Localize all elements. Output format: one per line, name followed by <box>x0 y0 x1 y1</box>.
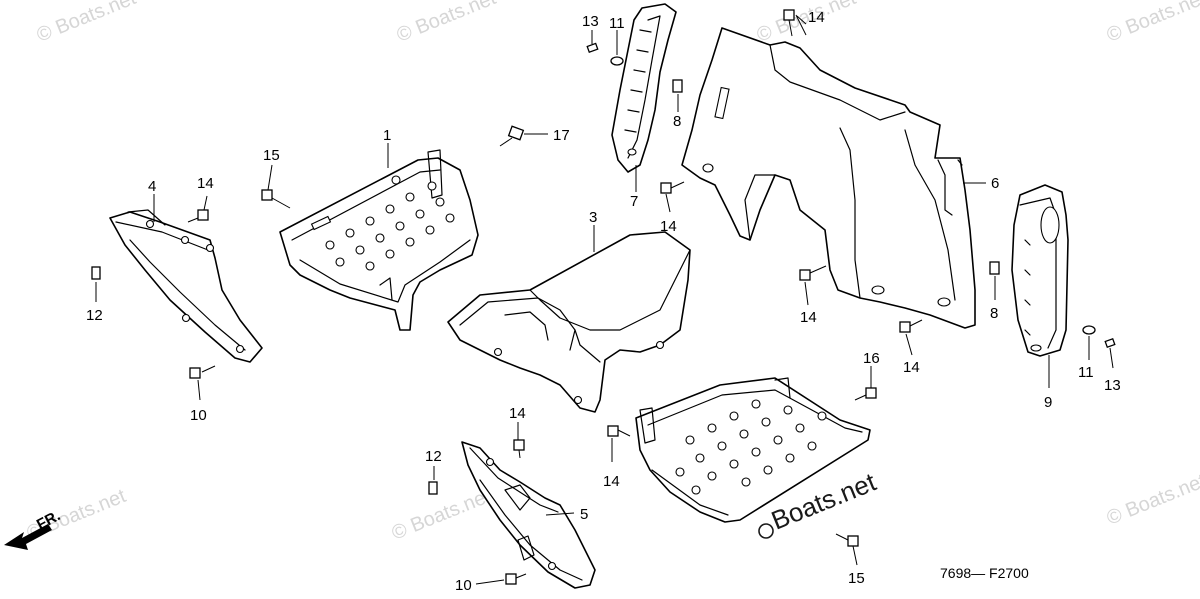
callout-10: 10 <box>190 407 207 424</box>
callout-14: 14 <box>808 9 825 26</box>
callout-14: 14 <box>197 175 214 192</box>
callout-17: 17 <box>553 127 570 144</box>
callouts: 1 3 4 5 6 7 8 8 9 10 10 11 11 12 12 13 1… <box>86 9 1121 594</box>
callout-10: 10 <box>455 577 472 594</box>
callout-14: 14 <box>509 405 526 422</box>
plate-holes <box>325 175 455 271</box>
callout-8: 8 <box>990 305 998 322</box>
callout-11: 11 <box>1078 364 1094 381</box>
watermark: © Boats.net <box>34 0 140 47</box>
callout-1: 1 <box>383 127 391 144</box>
watermark: © Boats.net <box>1104 0 1200 47</box>
callout-4: 4 <box>148 178 156 195</box>
fasteners <box>91 9 1116 585</box>
callout-7: 7 <box>630 193 638 210</box>
callout-13: 13 <box>1104 377 1121 394</box>
callout-14: 14 <box>800 309 817 326</box>
callout-14: 14 <box>903 359 920 376</box>
callout-13: 13 <box>582 13 599 30</box>
callout-14: 14 <box>660 218 677 235</box>
part-3-center-duct <box>447 231 691 413</box>
callout-15: 15 <box>848 570 865 587</box>
watermark: © Boats.net <box>1104 470 1200 530</box>
part-7-grille-bracket <box>611 3 677 173</box>
front-arrow-icon <box>4 524 52 550</box>
callout-14: 14 <box>603 473 620 490</box>
part-6-rear-fender <box>681 27 976 329</box>
callout-8: 8 <box>673 113 681 130</box>
part-4-side-guard <box>109 209 263 363</box>
part-5-lower-guard <box>461 441 596 589</box>
copyright-icon <box>758 523 774 539</box>
callout-9: 9 <box>1044 394 1052 411</box>
callout-11: 11 <box>609 15 625 32</box>
part-1-footrest-plate <box>279 149 479 331</box>
callout-5: 5 <box>580 506 588 523</box>
callout-3: 3 <box>589 209 597 226</box>
watermark: © Boats.net <box>389 485 495 545</box>
callout-12: 12 <box>425 448 442 465</box>
callout-6: 6 <box>991 175 999 192</box>
plate-holes-lower <box>675 399 827 495</box>
watermark: © Boats.net <box>754 0 860 47</box>
drawing-code: 7698— F2700 <box>940 565 1029 581</box>
part-9-duct-cover <box>1011 184 1069 357</box>
part-footrest-plate-lower <box>635 377 871 523</box>
leader-lines <box>95 14 1114 585</box>
callout-15: 15 <box>263 147 280 164</box>
callout-12: 12 <box>86 307 103 324</box>
watermark: © Boats.net <box>394 0 500 47</box>
callout-16: 16 <box>863 350 880 367</box>
